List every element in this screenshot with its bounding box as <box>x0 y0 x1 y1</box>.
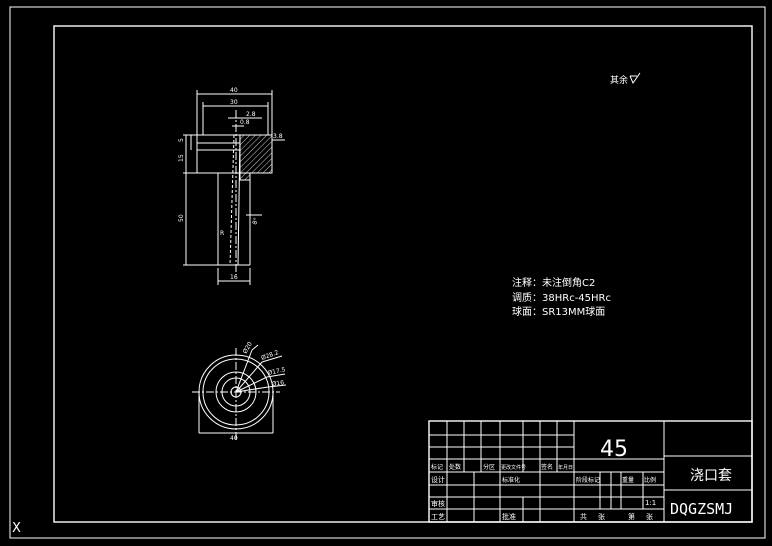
part-name-text: 浇口套 <box>690 468 732 484</box>
dim-d1: 2.8 <box>246 111 256 118</box>
dim-inner-width: 30 <box>230 99 238 106</box>
stage-label-weight: 重量 <box>622 476 634 484</box>
scale-text: 1:1 <box>645 499 656 507</box>
sheet-border-outer <box>9 6 766 539</box>
title-block-text: 45 浇口套 DQGZSMJ 1:1 标记 处数 分区 更改文件号 签名 年月日… <box>431 437 733 521</box>
hatched-section <box>239 134 273 181</box>
note-line-1: 注释：未注倒角C2 <box>512 276 595 289</box>
technical-notes: 注释：未注倒角C2 调质：38HRc-45HRc 球面：SR13MM球面 <box>512 276 611 318</box>
material-text: 45 <box>600 437 628 462</box>
dim-d2: 0.8 <box>240 119 250 126</box>
dim-overall-width: 40 <box>230 87 238 94</box>
surface-note-text: 其余 <box>610 74 628 86</box>
drawing-frame <box>53 25 753 523</box>
dim-stem-dia: 16 <box>230 274 238 281</box>
row-label-design: 设计 <box>431 475 445 484</box>
stage-label-mark: 阶段标记 <box>576 476 600 484</box>
col-header-4: 签名 <box>541 463 553 471</box>
col-header-5: 年月日 <box>558 464 573 471</box>
sheet-label-sheet: 张 <box>646 512 653 521</box>
note-line-3: 球面：SR13MM球面 <box>512 305 605 318</box>
col-header-2: 分区 <box>483 463 495 471</box>
dim-h-stem: 50 <box>178 214 185 222</box>
col-header-3: 更改文件号 <box>501 464 526 471</box>
dim-d3: 3.8 <box>273 133 283 140</box>
col-header-0: 标记 <box>431 463 443 471</box>
sheet-label-no: 第 <box>628 512 635 521</box>
top-plan-view <box>192 344 287 440</box>
drawing-code-text: DQGZSMJ <box>670 500 733 518</box>
dim-d-a: Ø20 <box>242 341 254 355</box>
dim-width: 40 <box>230 435 238 442</box>
row-label-process: 工艺 <box>431 513 445 521</box>
sheet-label-sheets: 张 <box>598 512 605 521</box>
title-block <box>428 420 753 523</box>
dim-h-flange: 15 <box>178 154 185 162</box>
row-label-review: 审核 <box>431 499 445 508</box>
dim-r-small: R <box>220 230 224 237</box>
ucs-x-label: X <box>12 521 21 536</box>
dim-h-top: 5 <box>178 138 185 142</box>
col-header-1: 处数 <box>449 463 461 471</box>
dim-angle: 8° <box>251 217 260 226</box>
note-line-2: 调质：38HRc-45HRc <box>512 292 611 304</box>
front-view-dimensions: 40 30 2.8 0.8 3.8 5 15 50 R 16 8° <box>178 87 283 281</box>
dim-d-d: Ø16 <box>271 379 284 388</box>
mid-label-standard: 标准化 <box>502 476 520 484</box>
mid-label-approve: 批准 <box>502 512 516 521</box>
dim-d-c: Ø17.5 <box>267 366 286 377</box>
ucs-axis-icon: X <box>12 521 21 536</box>
front-section-view <box>183 90 285 285</box>
stage-label-scale: 比例 <box>644 476 656 484</box>
sheet-label-total: 共 <box>580 512 587 521</box>
surface-roughness-note: 其余 <box>610 72 641 86</box>
